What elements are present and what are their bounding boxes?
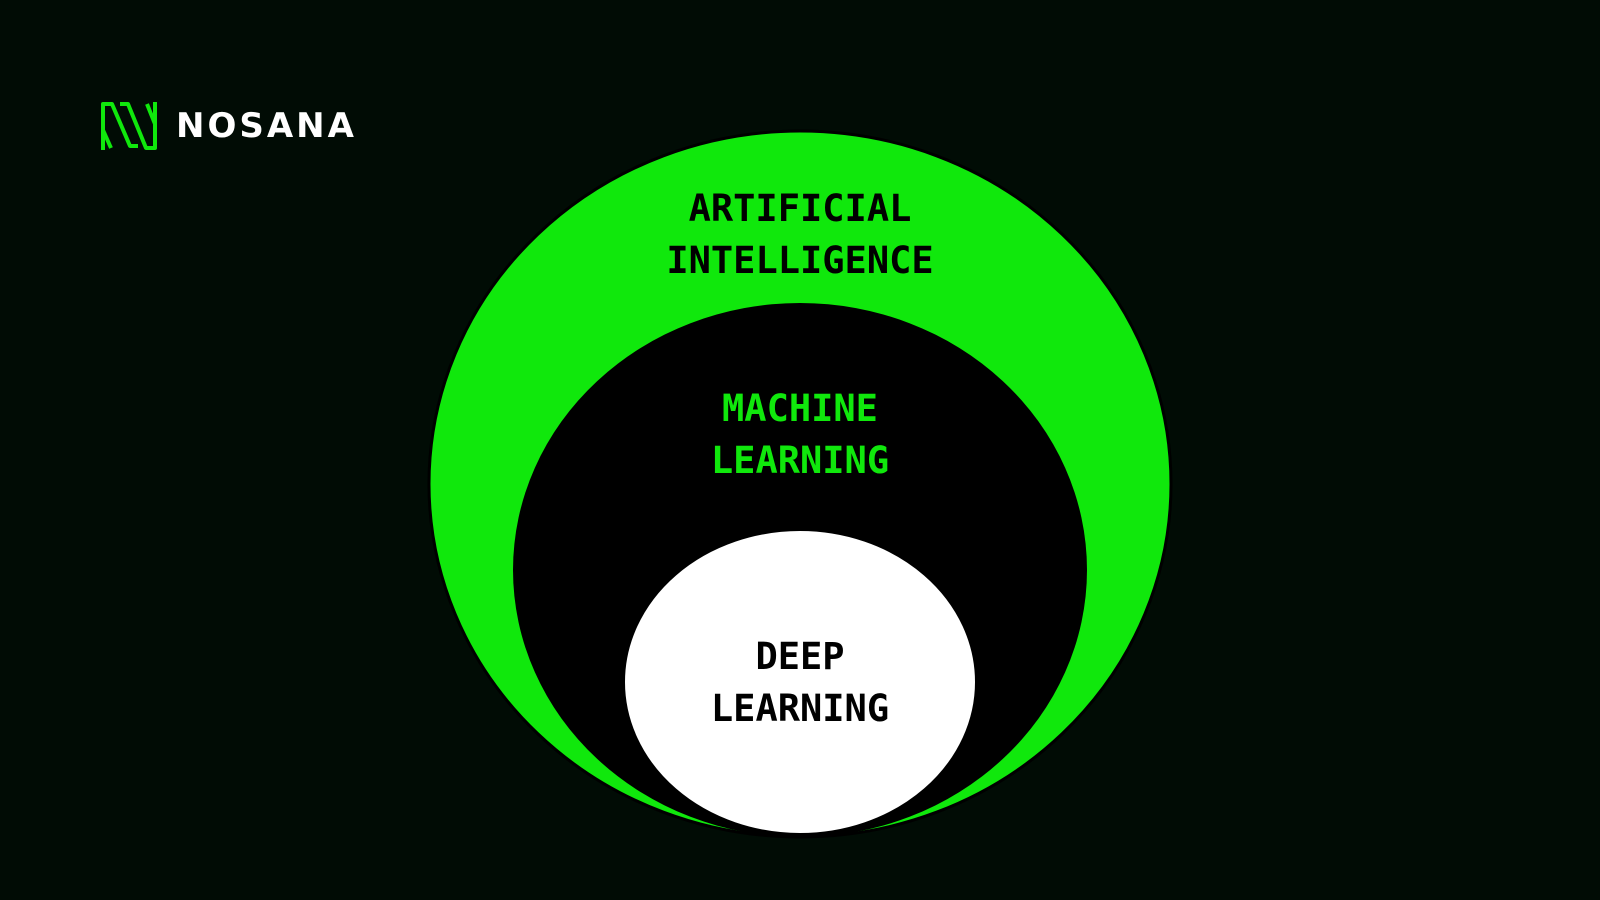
nosana-logo: NOSANA: [100, 100, 357, 152]
ai-label-line-2: INTELLIGENCE: [666, 239, 934, 282]
dl-label-line-1: DEEP: [755, 635, 845, 678]
dl-ellipse: [621, 527, 979, 837]
nosana-n-logo-icon: [101, 102, 157, 150]
ai-label-line-1: ARTIFICIAL: [688, 187, 912, 230]
ml-label-line-2: LEARNING: [710, 439, 890, 482]
ml-label-line-1: MACHINE: [722, 387, 878, 430]
dl-label-line-2: LEARNING: [710, 687, 890, 730]
brand-name: NOSANA: [176, 106, 357, 146]
